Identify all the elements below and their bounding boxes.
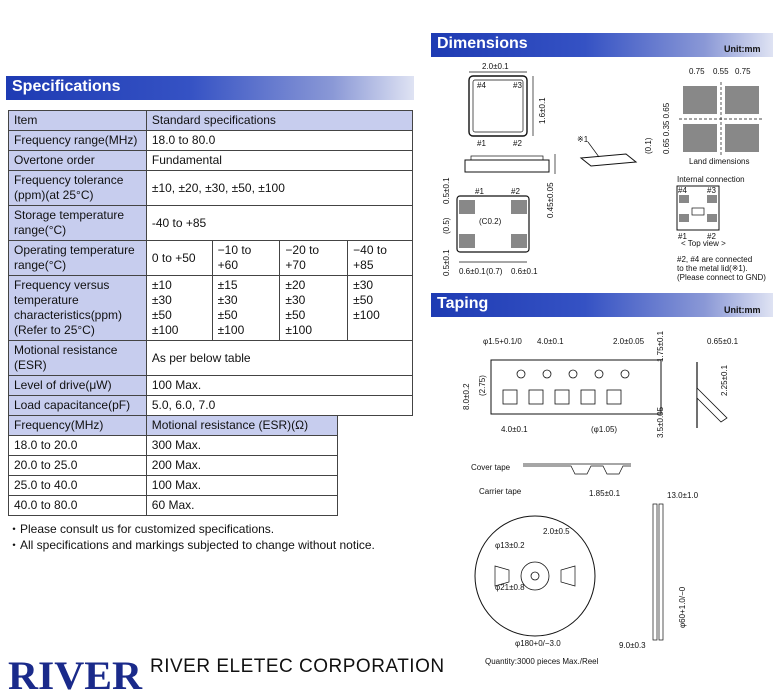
svg-text:φ13±0.2: φ13±0.2: [495, 541, 525, 550]
svg-text:1.85±0.1: 1.85±0.1: [589, 489, 621, 498]
spec-header-standard: Standard specifications: [145, 110, 414, 131]
svg-text:(φ1.05): (φ1.05): [591, 425, 617, 434]
svg-text:φ180+0/−3.0: φ180+0/−3.0: [515, 639, 561, 648]
spec-row-operating: Operating temperature range(°C) 0 to +50…: [8, 240, 413, 276]
taping-drawing: φ1.5+0.1/0 4.0±0.1 2.0±0.05 1.75±0.1 8.0…: [462, 330, 739, 666]
svg-text:(0.1): (0.1): [644, 137, 653, 154]
svg-text:3.5±0.05: 3.5±0.05: [656, 406, 665, 438]
esr-table: Frequency(MHz) Motional resistance (ESR)…: [8, 415, 339, 516]
svg-text:#1: #1: [477, 139, 486, 148]
svg-text:#3: #3: [707, 186, 716, 195]
spec-row-overtone: Overtone order Fundamental: [8, 150, 414, 171]
svg-text:#3: #3: [513, 81, 522, 90]
svg-text:Quantity:3000 pieces Max./Reel: Quantity:3000 pieces Max./Reel: [485, 657, 599, 666]
svg-text:Land dimensions: Land dimensions: [689, 157, 749, 166]
spec-row-frequency-range: Frequency range(MHz) 18.0 to 80.0: [8, 130, 414, 151]
svg-text:0.5±0.1: 0.5±0.1: [442, 249, 451, 276]
svg-text:#4: #4: [477, 81, 486, 90]
spec-header-item: Item: [8, 110, 147, 131]
note-change: ・All specifications and markings subject…: [8, 538, 375, 552]
svg-text:2.0±0.05: 2.0±0.05: [613, 337, 645, 346]
spec-row-drive: Level of drive(μW) 100 Max.: [8, 375, 414, 396]
svg-text:0.45±0.05: 0.45±0.05: [546, 182, 555, 218]
svg-text:(Please connect to GND): (Please connect to GND): [677, 273, 766, 282]
svg-text:Internal connection: Internal connection: [677, 175, 745, 184]
svg-text:0.65 0.35 0.65: 0.65 0.35 0.65: [662, 102, 671, 154]
spec-row-tolerance: Frequency tolerance (ppm)(at 25°C) ±10, …: [8, 170, 414, 206]
svg-text:2.0±0.1: 2.0±0.1: [482, 62, 509, 71]
svg-text:0.6±0.1: 0.6±0.1: [459, 267, 486, 276]
svg-text:#4: #4: [678, 186, 687, 195]
svg-text:9.0±0.3: 9.0±0.3: [619, 641, 646, 650]
svg-text:#1: #1: [475, 187, 484, 196]
svg-text:0.55: 0.55: [713, 67, 729, 76]
spec-header-row: Item Standard specifications: [8, 110, 414, 131]
svg-text:#2: #2: [707, 232, 716, 241]
svg-text:0.65±0.1: 0.65±0.1: [707, 337, 739, 346]
svg-text:13.0±1.0: 13.0±1.0: [667, 491, 699, 500]
dimensions-unit: Unit:mm: [724, 44, 761, 54]
svg-text:※1: ※1: [577, 135, 589, 144]
spec-row-freq-vs-temp: Frequency versus temperature characteris…: [8, 275, 413, 341]
spec-row-load: Load capacitance(pF) 5.0, 6.0, 7.0: [8, 395, 414, 416]
taping-unit: Unit:mm: [724, 305, 761, 315]
svg-text:4.0±0.1: 4.0±0.1: [501, 425, 528, 434]
svg-text:φ21±0.8: φ21±0.8: [495, 583, 525, 592]
svg-text:(0.7): (0.7): [486, 267, 503, 276]
svg-text:#2: #2: [511, 187, 520, 196]
svg-text:4.0±0.1: 4.0±0.1: [537, 337, 564, 346]
company-name: RIVER ELETEC CORPORATION: [150, 656, 445, 677]
svg-text:(2.75): (2.75): [478, 375, 487, 396]
svg-text:0.75: 0.75: [735, 67, 751, 76]
svg-text:Cover tape: Cover tape: [471, 463, 511, 472]
taping-title: Taping: [437, 295, 489, 312]
spec-row-storage: Storage temperature range(°C) -40 to +85: [8, 205, 414, 241]
dimensions-drawing: 2.0±0.1 1.6±0.1 #4 #3 #1 #2 0.45±0.05 ※1…: [442, 62, 766, 282]
dimensions-title: Dimensions: [437, 35, 528, 52]
svg-text:0.6±0.1: 0.6±0.1: [511, 267, 538, 276]
dimensions-title-bar: Dimensions: [431, 33, 773, 57]
svg-text:2.25±0.1: 2.25±0.1: [720, 364, 729, 396]
river-logo: RIVER: [8, 657, 143, 693]
spec-row-esr: Motional resistance (ESR) As per below t…: [8, 340, 414, 376]
svg-text:8.0±0.2: 8.0±0.2: [462, 383, 471, 410]
svg-text:< Top view >: < Top view >: [681, 239, 726, 248]
svg-text:#1: #1: [678, 232, 687, 241]
svg-text:2.0±0.5: 2.0±0.5: [543, 527, 570, 536]
svg-text:(C0.2): (C0.2): [479, 217, 502, 226]
svg-text:#2: #2: [513, 139, 522, 148]
svg-text:1.75±0.1: 1.75±0.1: [656, 330, 665, 362]
svg-text:#2, #4 are connected: #2, #4 are connected: [677, 255, 752, 264]
svg-text:to the metal lid(※1).: to the metal lid(※1).: [677, 264, 748, 273]
svg-text:RIVER: RIVER: [8, 657, 143, 693]
svg-text:0.75: 0.75: [689, 67, 705, 76]
svg-text:0.5±0.1: 0.5±0.1: [442, 177, 451, 204]
svg-text:Carrier tape: Carrier tape: [479, 487, 522, 496]
svg-text:(0.5): (0.5): [442, 217, 451, 234]
specifications-table: Item Standard specifications Frequency r…: [8, 110, 414, 416]
specifications-title-bar: Specifications: [6, 76, 414, 100]
svg-text:1.6±0.1: 1.6±0.1: [538, 97, 547, 124]
svg-text:φ1.5+0.1/0: φ1.5+0.1/0: [483, 337, 522, 346]
specifications-title: Specifications: [12, 78, 121, 95]
note-custom: ・Please consult us for customized specif…: [8, 522, 275, 536]
svg-text:φ60+1.0/−0: φ60+1.0/−0: [678, 586, 687, 628]
esr-header-row: Frequency(MHz) Motional resistance (ESR)…: [8, 415, 339, 436]
taping-title-bar: Taping: [431, 293, 773, 317]
